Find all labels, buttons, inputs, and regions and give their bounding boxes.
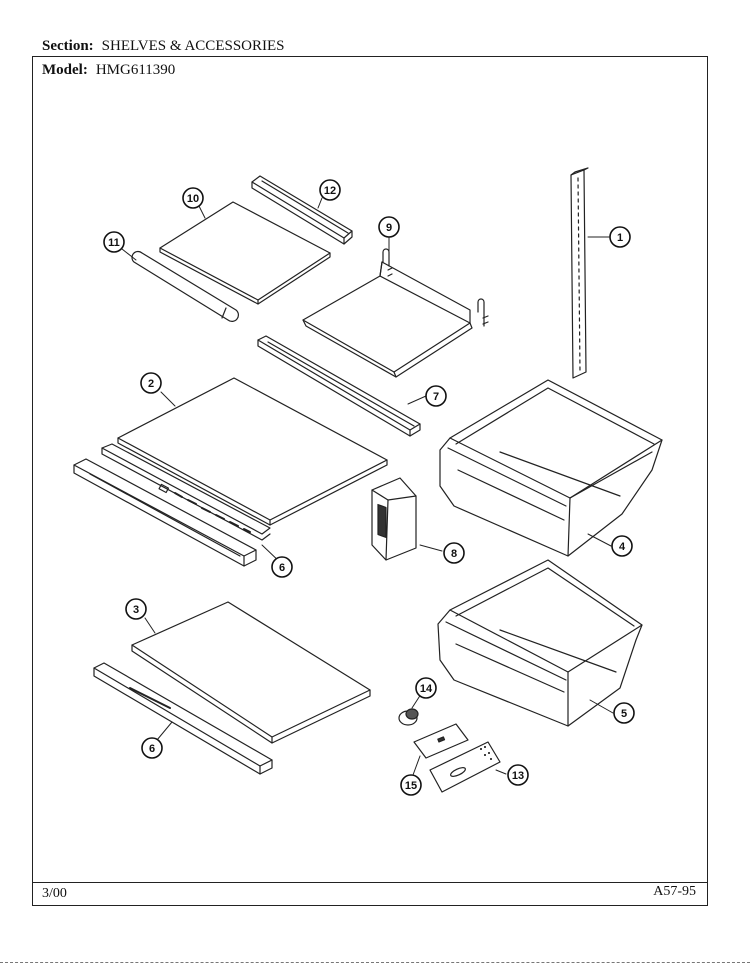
callout-15: 15 xyxy=(400,774,422,796)
callout-11: 11 xyxy=(103,231,125,253)
callout-circle xyxy=(415,677,437,699)
part-7-trim-strip xyxy=(257,335,421,437)
callout-circle xyxy=(611,535,633,557)
part-2-large-shelf xyxy=(117,377,388,526)
callout-number: 13 xyxy=(512,770,524,782)
part-1-vertical-rail xyxy=(570,167,589,379)
callout-circle xyxy=(140,372,162,394)
callout-number: 8 xyxy=(451,548,457,560)
callout-circle xyxy=(613,702,635,724)
callout-14: 14 xyxy=(415,677,437,699)
callout-circle xyxy=(400,774,422,796)
part-5-lower-crisper xyxy=(437,559,643,727)
model-label: Model: xyxy=(42,62,88,78)
callout-number: 15 xyxy=(405,780,417,792)
callout-13: 13 xyxy=(507,764,529,786)
callout-number: 4 xyxy=(619,541,626,553)
callout-number: 11 xyxy=(108,237,120,249)
callout-number: 3 xyxy=(133,604,139,616)
callout-number: 1 xyxy=(617,232,623,244)
part-6-upper-front-trim xyxy=(73,443,271,567)
part-10-small-shelf xyxy=(159,201,331,305)
callout-number: 6 xyxy=(149,743,155,755)
callout-9: 9 xyxy=(378,216,400,238)
revision-date: 3/00 xyxy=(42,886,67,901)
callout-circle xyxy=(507,764,529,786)
diagram-frame xyxy=(32,56,708,906)
callout-4: 4 xyxy=(611,535,633,557)
part-3-lower-shelf xyxy=(131,601,371,744)
callout-circle xyxy=(125,598,147,620)
callout-circle xyxy=(609,226,631,248)
callout-circle xyxy=(141,737,163,759)
diagram-code: A57-95 xyxy=(653,884,696,899)
callout-1: 1 xyxy=(609,226,631,248)
part-8-door-bin xyxy=(371,477,417,561)
callout-circle xyxy=(378,216,400,238)
callout-number: 5 xyxy=(621,708,627,720)
section-label: Section: xyxy=(42,38,94,54)
callout-circle xyxy=(319,179,341,201)
callout-number: 9 xyxy=(386,222,392,234)
part-14-knob xyxy=(398,708,419,726)
callout-2: 2 xyxy=(140,372,162,394)
part-9-cantilever-shelf xyxy=(302,248,489,378)
callout-8: 8 xyxy=(443,542,465,564)
callout-5: 5 xyxy=(613,702,635,724)
part-15-control-plate xyxy=(413,723,469,759)
callout-6: 6 xyxy=(271,556,293,578)
part-4-upper-crisper xyxy=(439,379,663,557)
callout-circle xyxy=(271,556,293,578)
section-value: SHELVES & ACCESSORIES xyxy=(101,38,285,54)
callout-number: 7 xyxy=(433,391,439,403)
callout-12: 12 xyxy=(319,179,341,201)
callout-number: 14 xyxy=(420,683,433,695)
callout-3: 3 xyxy=(125,598,147,620)
callout-number: 6 xyxy=(279,562,285,574)
part-12-rail xyxy=(251,175,353,245)
callout-7: 7 xyxy=(425,385,447,407)
model-value: HMG611390 xyxy=(95,62,176,78)
callout-number: 10 xyxy=(187,193,199,205)
part-13-control-cover xyxy=(429,741,501,793)
part-11-rod xyxy=(131,250,239,322)
section-header: Section: SHELVES & ACCESSORIES xyxy=(42,38,285,55)
scan-edge-line xyxy=(0,962,750,963)
callout-circle xyxy=(103,231,125,253)
footer-divider xyxy=(32,882,708,883)
callout-circle xyxy=(443,542,465,564)
callout-6: 6 xyxy=(141,737,163,759)
callout-10: 10 xyxy=(182,187,204,209)
part-6-lower-front-trim xyxy=(93,662,273,775)
model-header: Model: HMG611390 xyxy=(42,62,175,79)
callout-number: 2 xyxy=(148,378,154,390)
callout-circle xyxy=(425,385,447,407)
callout-number: 12 xyxy=(324,185,336,197)
callout-circle xyxy=(182,187,204,209)
